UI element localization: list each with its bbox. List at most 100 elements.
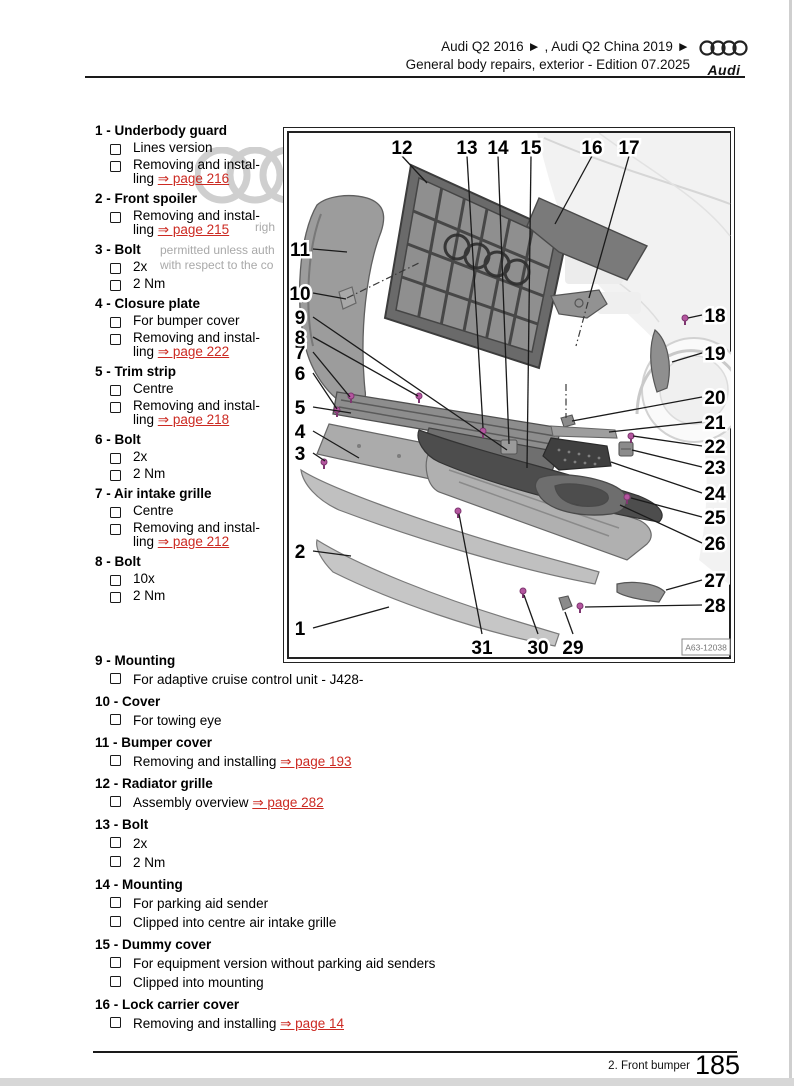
page-link[interactable]: ⇒ page 212 bbox=[157, 534, 230, 549]
part-title: 6 - Bolt bbox=[95, 432, 141, 447]
bolt-icon bbox=[627, 432, 635, 443]
callout-leader-line bbox=[665, 579, 703, 591]
header-model-line: Audi Q2 2016 ► , Audi Q2 China 2019 ► bbox=[441, 39, 690, 54]
callout-number: 21 bbox=[704, 413, 726, 434]
checkbox-icon bbox=[110, 212, 121, 223]
checkbox-icon bbox=[110, 673, 121, 684]
checkbox-icon bbox=[110, 916, 121, 927]
part-mounting-17 bbox=[550, 289, 608, 319]
callout-leader-line bbox=[312, 550, 352, 557]
callout-leader-line bbox=[671, 352, 703, 363]
part-attribute: 2 Nm bbox=[95, 853, 735, 872]
bolt-icon bbox=[623, 493, 631, 504]
part-attribute-text: For bumper cover bbox=[133, 313, 240, 328]
callout-leader-line bbox=[312, 248, 348, 253]
part-attribute-text: 2x bbox=[133, 836, 148, 851]
bolt-icon bbox=[347, 392, 355, 403]
part-title: 5 - Trim strip bbox=[95, 364, 177, 379]
part-lower-trim bbox=[417, 429, 663, 523]
callout-number: 25 bbox=[704, 508, 726, 529]
part-attribute-text: Lines version bbox=[133, 140, 213, 155]
checkbox-icon bbox=[110, 524, 121, 535]
checkbox-icon bbox=[110, 161, 121, 172]
part-attribute-text: For equipment version without parking ai… bbox=[133, 956, 436, 971]
checkbox-icon bbox=[110, 856, 121, 867]
part-attribute-text: 10x bbox=[133, 571, 155, 586]
checkbox-icon bbox=[110, 755, 121, 766]
part-attribute: Centre bbox=[95, 382, 291, 396]
part-attribute: For bumper cover bbox=[95, 314, 291, 328]
part-attribute: Removing and instal-ling ⇒ page 215 bbox=[95, 209, 291, 237]
page-link[interactable]: ⇒ page 218 bbox=[157, 412, 230, 427]
part-attribute-text: For towing eye bbox=[133, 713, 222, 728]
part-attribute-text: 2 Nm bbox=[133, 466, 166, 481]
page-link[interactable]: ⇒ page 216 bbox=[157, 171, 230, 186]
diagram-code-box: A63-12038 bbox=[681, 638, 731, 656]
callout-number: 1 bbox=[295, 619, 306, 640]
callout-number: 30 bbox=[527, 638, 548, 657]
checkbox-icon bbox=[110, 263, 121, 274]
part-attribute: Lines version bbox=[95, 141, 291, 155]
part-title: 9 - Mounting bbox=[95, 653, 176, 668]
callout-number: 31 bbox=[471, 638, 493, 657]
callout-leader-line bbox=[312, 452, 326, 462]
callout-leader-line bbox=[312, 351, 351, 398]
page-link[interactable]: ⇒ page 222 bbox=[157, 344, 230, 359]
checkbox-icon bbox=[110, 575, 121, 586]
page-link[interactable]: ⇒ page 193 bbox=[280, 754, 352, 769]
watermark-text: righ bbox=[255, 220, 276, 234]
part-attribute: For equipment version without parking ai… bbox=[95, 954, 735, 973]
callout-number: 6 bbox=[295, 364, 306, 385]
part-attribute: 2 Nm bbox=[95, 589, 291, 603]
part-attribute: Assembly overview ⇒ page 282 bbox=[95, 793, 735, 812]
header-document-title: General body repairs, exterior - Edition… bbox=[405, 57, 690, 72]
callout-leader-line bbox=[608, 421, 703, 433]
part-attribute: Removing and instal-ling ⇒ page 218 bbox=[95, 399, 291, 427]
checkbox-icon bbox=[110, 837, 121, 848]
part-attribute: 2x bbox=[95, 260, 291, 274]
page-link[interactable]: ⇒ page 14 bbox=[280, 1016, 344, 1031]
part-title: 8 - Bolt bbox=[95, 554, 141, 569]
part-title: 7 - Air intake grille bbox=[95, 486, 212, 501]
part-title: 10 - Cover bbox=[95, 694, 161, 709]
checkbox-icon bbox=[110, 317, 121, 328]
callout-number: 17 bbox=[618, 138, 639, 159]
part-attribute-text: 2x bbox=[133, 449, 148, 464]
watermark-text: permitted unless auth bbox=[160, 243, 275, 257]
page-link[interactable]: ⇒ page 215 bbox=[157, 222, 230, 237]
part-attribute-text: 2 Nm bbox=[133, 276, 166, 291]
part-title: 1 - Underbody guard bbox=[95, 123, 228, 138]
callout-number: 4 bbox=[295, 422, 306, 443]
part-attribute: Removing and instal-ling ⇒ page 216 bbox=[95, 158, 291, 186]
diagram-code: A63-12038 bbox=[685, 643, 727, 653]
part-front-spoiler bbox=[300, 468, 600, 585]
callout-leader-line bbox=[630, 497, 703, 518]
scan-edge-bottom bbox=[0, 1078, 794, 1086]
page-link[interactable]: ⇒ page 282 bbox=[252, 795, 324, 810]
callout-number: 29 bbox=[562, 638, 583, 657]
part-bracket-23 bbox=[618, 441, 634, 457]
part-attribute: 2 Nm bbox=[95, 277, 291, 291]
bolt-icon bbox=[320, 458, 328, 469]
checkbox-icon bbox=[110, 897, 121, 908]
part-underbody-guard bbox=[316, 539, 560, 647]
audi-logo-word: Audi bbox=[707, 62, 741, 78]
part-clip-29 bbox=[558, 595, 573, 611]
part-title: 14 - Mounting bbox=[95, 877, 183, 892]
part-attribute-text: 2 Nm bbox=[133, 855, 166, 870]
part-attribute-text: Removing and instal-ling ⇒ page 218 bbox=[133, 398, 260, 427]
callout-leader-line bbox=[619, 504, 703, 544]
part-attribute: For adaptive cruise control unit - J428- bbox=[95, 670, 735, 689]
callout-number: 26 bbox=[704, 534, 725, 555]
part-attribute-text: Clipped into mounting bbox=[133, 975, 264, 990]
part-attribute: Removing and instal-ling ⇒ page 212 bbox=[95, 521, 291, 549]
checkbox-icon bbox=[110, 714, 121, 725]
part-attribute-text: For adaptive cruise control unit - J428- bbox=[133, 672, 364, 687]
callout-number: 13 bbox=[456, 138, 477, 159]
